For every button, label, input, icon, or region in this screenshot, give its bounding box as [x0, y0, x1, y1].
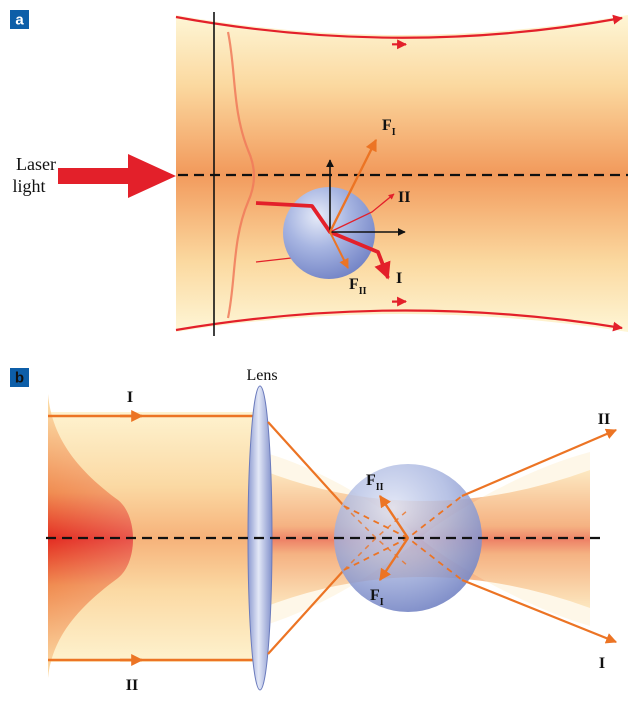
panel-a-force-one-subscript: I [392, 127, 396, 138]
panel-b-ray-two-out-label: II [598, 411, 610, 428]
panel-a-ray-one-label: I [396, 270, 402, 287]
panel-a-force-two-subscript: II [359, 286, 367, 297]
panel-b-intensity-profile-highlight [48, 394, 133, 678]
panel-b-ray-two-converge [267, 569, 345, 655]
panel-a-ray-two-label: II [398, 189, 410, 206]
panel-b-force-one-symbol: F [370, 587, 380, 604]
panel-a-force-one-symbol: F [382, 117, 392, 134]
panel-b-ray-two-out [461, 428, 618, 498]
panel-a-laser-label-line2: light [12, 176, 45, 196]
panel-b-force-two-arrow [379, 495, 409, 539]
panel-b-force-one-arrow [379, 537, 409, 581]
panel-b-ray-one-virtual [343, 505, 409, 567]
panel-b-ray-one-out-label: I [599, 655, 605, 672]
panel-a-intensity-profile [226, 31, 256, 319]
panel-b-tag-box [10, 368, 29, 387]
panel-b-ray-one-in-label: I [127, 389, 133, 406]
panel-b-ray-two-in-label: II [126, 677, 138, 694]
lens-label: Lens [246, 367, 277, 384]
panel-a-force-one-arrow [328, 138, 378, 233]
panel-a-laser-arrow [58, 154, 176, 198]
panel-b-force-two-symbol: F [366, 472, 376, 489]
panel-b: b Lens I [10, 367, 618, 694]
panel-a-force-two-symbol: F [349, 276, 359, 293]
panel-a-force-one-label: FI [382, 117, 396, 138]
panel-b-force-two-subscript: II [376, 482, 384, 493]
panel-a-ray-two [329, 193, 395, 233]
panel-a-top-ray [175, 14, 623, 39]
panel-a-laser-label-line1: Laser [16, 154, 56, 174]
panel-a-force-two-label: FII [349, 276, 367, 297]
panel-a-tag-box [10, 10, 29, 29]
panel-a-force-two-arrow [329, 231, 349, 269]
panel-b-force-one-label: FI [370, 587, 384, 608]
panel-b-tag: b [15, 370, 24, 387]
panel-b-ray-one-out [461, 578, 618, 644]
panel-b-ray-two-virtual [343, 509, 409, 571]
panel-a-bottom-ray [175, 309, 623, 332]
panel-a-tag: a [15, 12, 24, 29]
panel-b-force-one-subscript: I [380, 597, 384, 608]
panel-b-force-two-label: FII [366, 472, 384, 493]
panel-b-ray-one-converge [267, 421, 345, 507]
panel-a: a Laser light FI II [10, 10, 628, 336]
